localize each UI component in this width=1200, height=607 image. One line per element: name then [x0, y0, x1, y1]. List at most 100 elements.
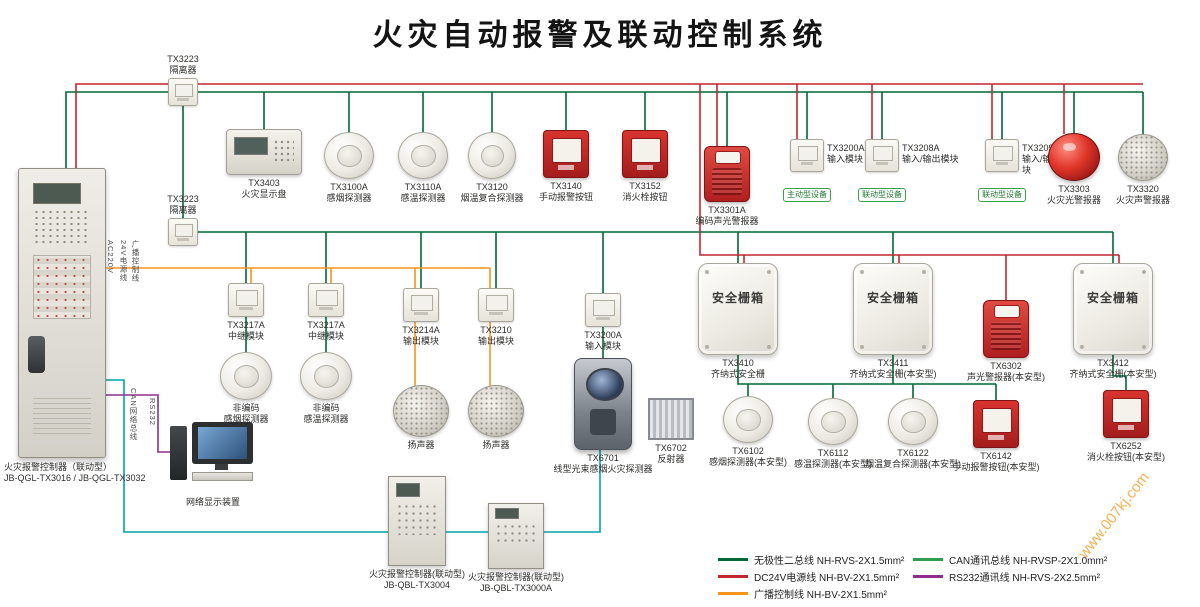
noncoded-smoke-detector-label: 非编码感烟探测器 [191, 403, 301, 425]
device-label-line: TX3411 [877, 358, 909, 368]
device-label-line: 感温探测器 [400, 192, 446, 203]
device-label-line: 齐纳式安全栅(本安型) [1069, 368, 1157, 379]
device-label-line: TX3223 [167, 54, 199, 65]
device-label-line: 感温探测器 [303, 413, 349, 424]
legend-item: 无极性二总线 NH-RVS-2X1.5mm² [718, 552, 904, 567]
cab-keys [32, 209, 92, 244]
device-label-line: 输入模块 [584, 340, 621, 351]
device-label-line: 感烟探测器(本安型) [709, 456, 787, 467]
speaker-2-label: 扬声器 [441, 440, 551, 451]
device-label-line: 火灾报警控制器(联动型) [468, 572, 564, 582]
device-label-line: 中继模块 [307, 330, 344, 341]
device-label-line: 火灾光警报器 [1046, 194, 1101, 205]
device-label-line: TX3301A [708, 205, 746, 215]
is-smoke-detector [723, 396, 773, 443]
bus-label-vertical: AC220V [106, 240, 115, 274]
safety-barrier-box-2: 安全栅箱 [853, 263, 933, 355]
legend-label: 无极性二总线 NH-RVS-2X1.5mm² [754, 556, 905, 567]
legend-color-swatch [718, 558, 748, 561]
speaker-1 [393, 385, 449, 437]
speaker-1-label: 扬声器 [366, 440, 476, 451]
wire-bus [1112, 355, 1127, 391]
device-label-line: TX3200A [827, 143, 865, 153]
device-label-line: 网络显示装置 [185, 497, 240, 507]
device-label-line: TX3140 [550, 181, 582, 191]
device-label-line: 反射器 [657, 453, 685, 464]
device-label-line: 火灾报警控制器(联动型) [369, 569, 465, 579]
device-type-tag: 联动型设备 [978, 188, 1026, 202]
manual-call-point [543, 130, 589, 178]
coded-sound-strobe-alarm [704, 146, 750, 202]
input-module-tx3200a-2 [585, 293, 621, 327]
device-label-line: JB-QGL-TX3016 / JB-QGL-TX3032 [4, 472, 146, 483]
network-display-computer [170, 422, 256, 494]
device-label-line: 火灾显示盘 [241, 188, 287, 199]
output-module-tx3210 [478, 288, 514, 322]
device-label-line: TX6252 [1110, 441, 1142, 451]
is-hydrant-button [1103, 390, 1149, 438]
device-label-line: TX3223 [167, 194, 199, 205]
heat-detector [398, 132, 448, 179]
cab-phone [27, 336, 45, 374]
fire-display-panel [226, 129, 302, 175]
legend-color-swatch [718, 575, 748, 578]
legend-label: DC24V电源线 NH-BV-2X1.5mm² [754, 573, 900, 584]
beam-smoke-detector [574, 358, 632, 450]
device-label-line: TX3100A [330, 182, 368, 192]
device-label-line: TX3217A [227, 320, 265, 330]
device-label-line: 扬声器 [482, 440, 510, 450]
device-label-line: 声光警报器(本安型) [967, 371, 1045, 382]
device-label-line: JB-QBL-TX3004 [383, 579, 451, 590]
noncoded-heat-detector [300, 352, 352, 400]
wire-bus [65, 91, 1143, 168]
fire-sounder [1118, 134, 1168, 181]
legend-label: CAN通讯总线 NH-RVSP-2X1.0mm² [949, 556, 1108, 567]
legend-item: DC24V电源线 NH-BV-2X1.5mm² [718, 569, 899, 584]
relay-module-1 [228, 283, 264, 317]
device-label-line: 齐纳式安全栅 [710, 368, 765, 379]
legend-color-swatch [913, 575, 943, 578]
fire-controller-tx3000a-label: 火灾报警控制器(联动型)JB-QBL-TX3000A [456, 572, 576, 594]
device-label-line: 感温探测器(本安型) [794, 458, 872, 469]
device-label-line: 烟温复合探测器 [460, 192, 524, 203]
legend-label: 广播控制线 NH-BV-2X1.5mm² [754, 590, 887, 601]
device-label-line: TX3320 [1127, 184, 1159, 194]
barrier-box-title: 安全栅箱 [866, 291, 919, 306]
legend-label: RS232通讯线 NH-RVS-2X2.5mm² [949, 573, 1100, 584]
main-controller-cabinet-label: 火灾报警控制器（联动型）JB-QGL-TX3016 / JB-QGL-TX303… [4, 462, 174, 484]
smoke-heat-combo-detector [468, 132, 516, 179]
pn-scr [234, 137, 269, 155]
mc-scr [495, 508, 520, 519]
device-label-line: 消火栓按钮 [622, 191, 668, 202]
device-label-line: 编码声光警报器 [695, 215, 759, 226]
is-combo-detector [888, 398, 938, 445]
bus-label-vertical: 广播控制线 [131, 240, 140, 283]
device-label-line: 中继模块 [227, 330, 264, 341]
pc-kb [192, 472, 253, 482]
device-label-line: 消火栓按钮(本安型) [1087, 451, 1165, 462]
legend-color-swatch [913, 558, 943, 561]
safety-barrier-box-1: 安全栅箱 [698, 263, 778, 355]
pc-stand [214, 463, 229, 471]
device-label-line: TX6102 [732, 446, 764, 456]
device-label-line: 输入/输出模块 [1022, 153, 1070, 175]
device-label-line: TX3210 [480, 325, 512, 335]
device-label-line: 隔离器 [169, 65, 197, 76]
device-label-line: TX3120 [476, 182, 508, 192]
relay-module-2 [308, 283, 344, 317]
